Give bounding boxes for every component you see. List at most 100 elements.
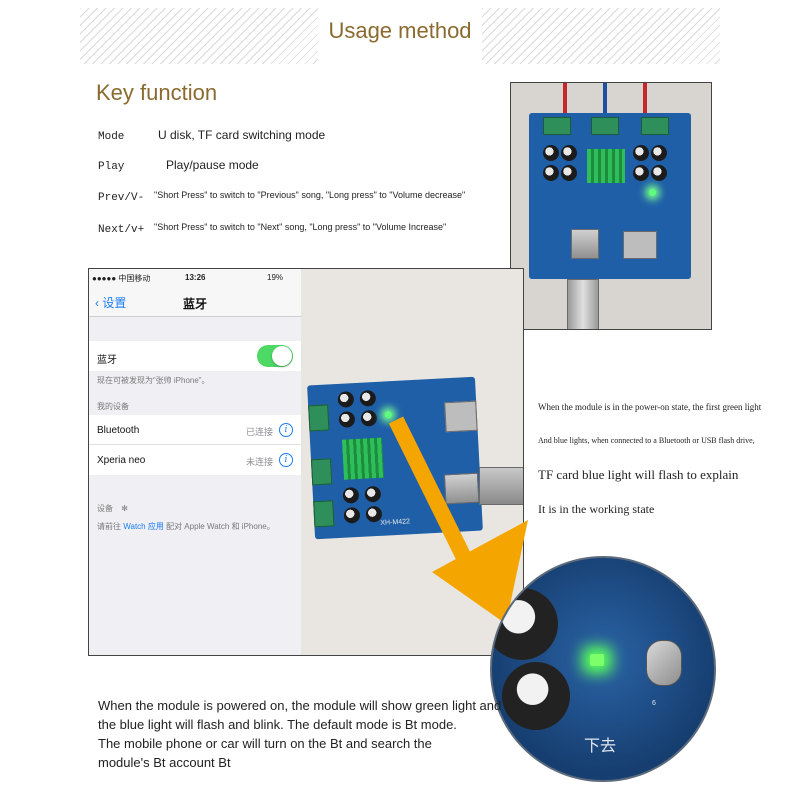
bluetooth-toggle-row: 蓝牙 [89,341,301,371]
chevron-left-icon: ‹ [95,296,99,310]
key-desc: U disk, TF card switching mode [158,128,326,142]
key-row-mode: Mode U disk, TF card switching mode [98,128,325,143]
terminal-block [591,117,619,135]
watch-hint-suffix: 配对 Apple Watch 和 iPhone。 [166,522,275,531]
key-name: Next/v+ [98,224,145,236]
zoom-detail-circle: 6 下去 [490,556,716,782]
bottom-text-line: the blue light will flash and blink. The… [98,717,457,732]
explanation-line: TF card blue light will flash to explain [538,467,739,482]
key-row-play: Play Play/pause mode [98,158,259,173]
device-name: Xperia neo [97,455,146,466]
key-name: Mode [98,131,125,143]
key-row-prev: Prev/V- "Short Press" to switch to "Prev… [98,189,465,204]
toggle-knob [272,346,292,366]
key-row-next: Next/v+ "Short Press" to switch to "Next… [98,221,446,236]
key-function-title: Key function [96,80,218,105]
watch-hint-prefix: 请前往 [97,522,121,531]
terminal-block [308,404,330,432]
terminal-block [310,458,333,486]
device-row[interactable]: Bluetooth 已连接 i [89,415,301,445]
phone-screen: ●●●●● 中国移动 13:26 19% ‹ 设置 蓝牙 蓝牙 现在可被发现为“… [89,269,301,655]
capacitor [651,165,667,181]
usb-port [443,472,480,505]
discoverable-text: 现在可被发现为“张帅 iPhone”。 [97,376,210,385]
green-led [590,654,604,666]
usb-port [571,229,599,259]
heatsink [341,437,385,480]
bluetooth-label: 蓝牙 [97,355,117,366]
key-name: Prev/V- [98,192,145,204]
device-row[interactable]: Xperia neo 未连接 i [89,445,301,475]
device-name: Bluetooth [97,425,140,436]
capacitor [543,145,559,161]
explanation-line: It is in the working state [538,502,655,516]
device-state: 未连接 [245,457,273,467]
header-hatch-left [80,8,318,64]
bottom-text-line: module's Bt account Bt [98,755,231,770]
capacitor [651,145,667,161]
battery-level: 19% [267,273,284,282]
key-desc: "Short Press" to switch to "Previous" so… [154,190,466,200]
capacitor [338,411,356,428]
key-desc: Play/pause mode [166,158,259,172]
usb-drive [479,467,523,505]
capacitor [359,389,377,407]
capacitor [633,165,649,181]
key-name: Play [98,161,125,173]
heatsink [587,149,625,183]
status-bar: ●●●●● 中国移动 13:26 19% [89,269,301,287]
zoom-label: 下去 [584,738,617,755]
carrier-text: ●●●●● 中国移动 [92,274,151,283]
nav-title: 蓝牙 [182,297,207,311]
capacitor [360,409,378,427]
explanation-line: And blue lights, when connected to a Blu… [538,436,755,445]
terminal-block [543,117,571,135]
pcb-board: XH-M422 [307,376,483,540]
wire-red [563,83,567,113]
nav-bar: ‹ 设置 蓝牙 [89,287,301,317]
wire-red [643,83,647,113]
bluetooth-toggle[interactable] [257,345,293,367]
bottom-text-line: When the module is powered on, the modul… [98,698,502,713]
board-mark: 6 [652,700,656,707]
capacitor [364,485,382,503]
green-led [384,411,392,419]
usb-drive [567,279,599,329]
tf-card-slot [623,231,657,259]
tf-card-slot [444,400,478,433]
my-devices-header: 我的设备 [97,402,129,411]
capacitor [561,145,577,161]
capacitor [342,486,360,504]
capacitor [337,391,355,408]
info-icon[interactable]: i [279,453,293,467]
capacitor [502,662,570,730]
watch-app-link[interactable]: Watch 应用 [123,522,164,531]
spinner-icon: ✻ [121,504,128,513]
key-desc: "Short Press" to switch to "Next" song, … [154,222,447,232]
back-label: 设置 [102,296,127,310]
terminal-block [641,117,669,135]
terminal-block [313,500,335,528]
info-icon[interactable]: i [279,423,293,437]
phone-board-photo: ●●●●● 中国移动 13:26 19% ‹ 设置 蓝牙 蓝牙 现在可被发现为“… [88,268,524,656]
board-photo [510,82,712,330]
pcb-board [529,113,691,279]
capacitor [543,165,559,181]
header-hatch-right [482,8,720,64]
explanation-line: When the module is in the power-on state… [538,402,762,412]
capacitor [343,506,361,524]
green-led [649,189,656,196]
page-title: Usage method [328,18,472,43]
devices-label: 设备 [97,504,113,513]
status-time: 13:26 [185,273,206,282]
capacitor [633,145,649,161]
wire-blue [603,83,607,117]
crystal-oscillator [646,640,682,686]
capacitor [492,588,558,660]
capacitor [561,165,577,181]
watch-hint: 请前往 Watch 应用 配对 Apple Watch 和 iPhone。 [97,521,275,532]
devices-section-header: 设备 ✻ [97,503,128,514]
bottom-text-line: The mobile phone or car will turn on the… [98,736,432,751]
back-button[interactable]: ‹ 设置 [95,294,126,311]
board-silkscreen: XH-M422 [380,518,411,527]
